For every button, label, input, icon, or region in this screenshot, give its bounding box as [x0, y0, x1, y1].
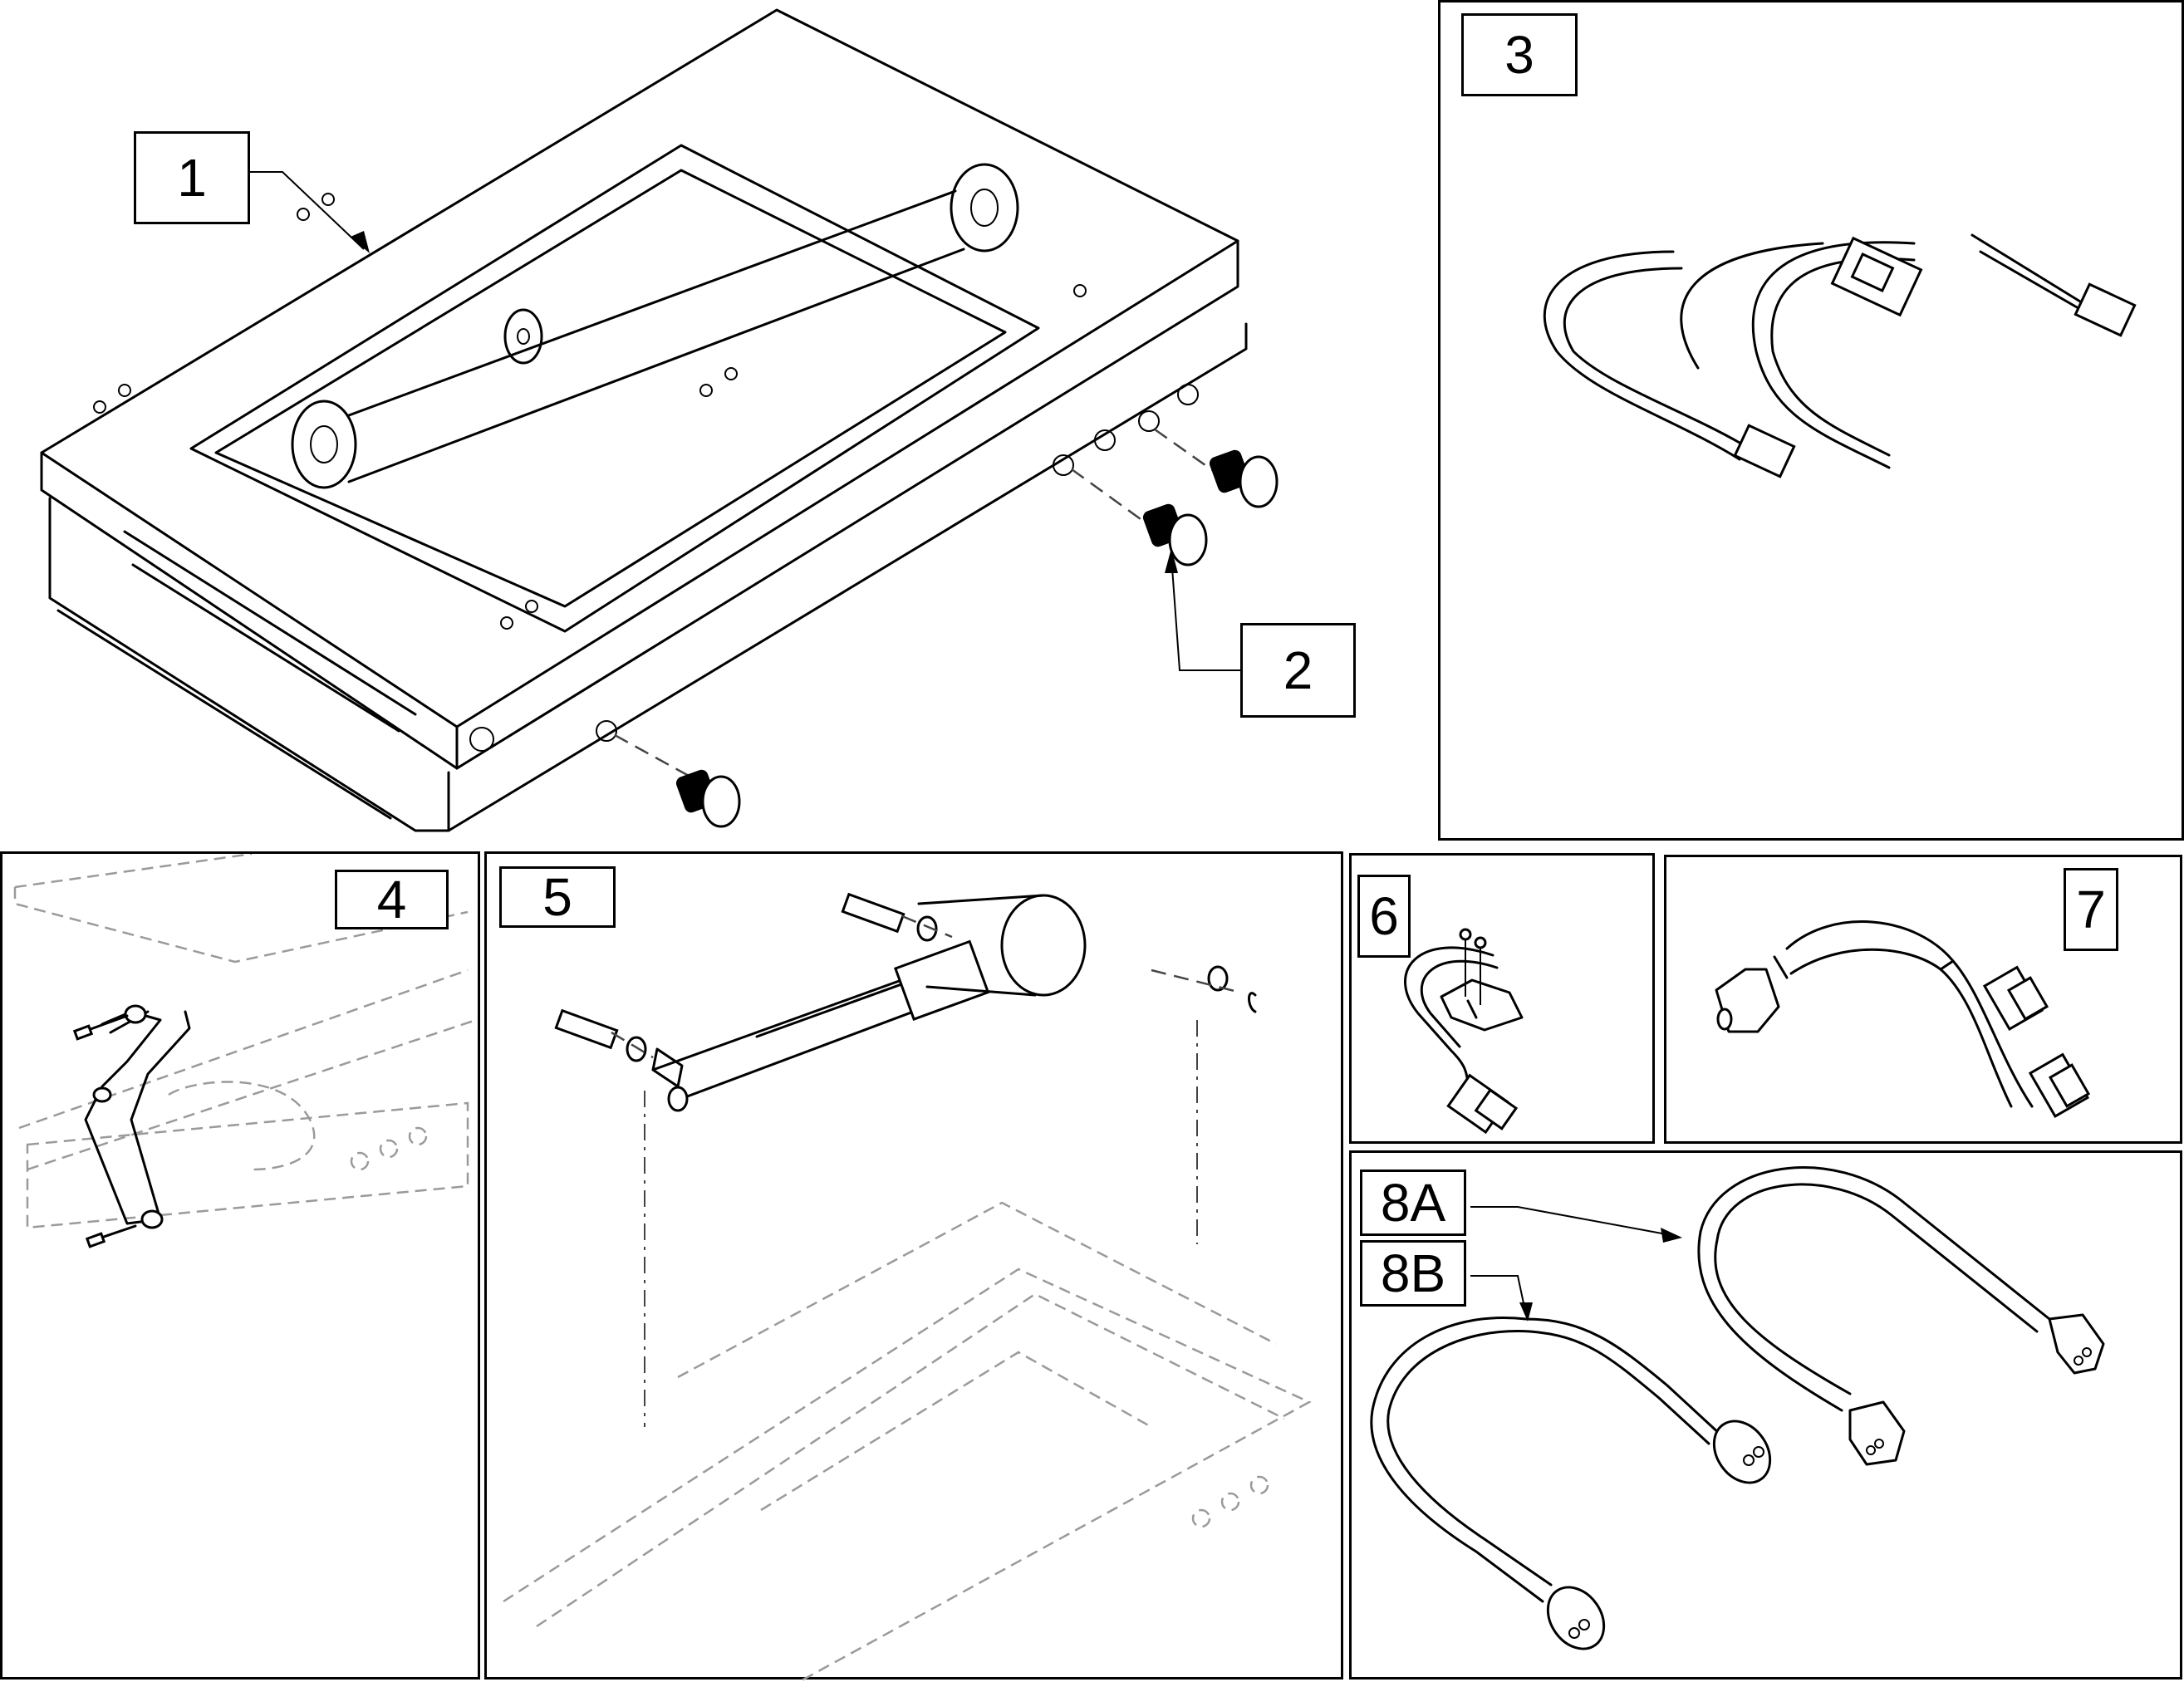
- callout-8b: 8B: [1360, 1240, 1466, 1307]
- panel-4-linkage-arm: 4: [0, 851, 480, 1680]
- seat-frame-icon: [40, 8, 1278, 832]
- cable-8a-icon: [1697, 1166, 2105, 1466]
- extension-cables: [1370, 1166, 2105, 1650]
- adapter-harness-icon: [1715, 920, 2091, 1119]
- panel-7-adapter-harness: 7: [1664, 855, 2182, 1144]
- callout-4: 4: [335, 870, 449, 929]
- y-harness-icon: [1543, 233, 2137, 478]
- callout-5: 5: [499, 866, 616, 928]
- panel-5-actuator: 5: [484, 851, 1343, 1682]
- cable-8b-icon: [1370, 1317, 1772, 1650]
- panel-6-limit-switch: 6: [1349, 853, 1655, 1144]
- callout-6: 6: [1357, 875, 1411, 958]
- callout-7: 7: [2064, 868, 2118, 951]
- callout-2: 2: [1240, 623, 1356, 718]
- callout-8a: 8A: [1360, 1170, 1466, 1236]
- actuator-icon: [503, 892, 1312, 1682]
- bolt-icon: [675, 449, 1278, 828]
- linkage-arm-icon: [13, 854, 477, 1248]
- limit-switch-icon: [1404, 928, 1524, 1135]
- callout-1: 1: [134, 131, 250, 224]
- callout-3: 3: [1461, 13, 1578, 96]
- panel-8-extension-cables: 8A 8B: [1349, 1150, 2182, 1680]
- panel-3-y-harness: 3: [1438, 0, 2184, 841]
